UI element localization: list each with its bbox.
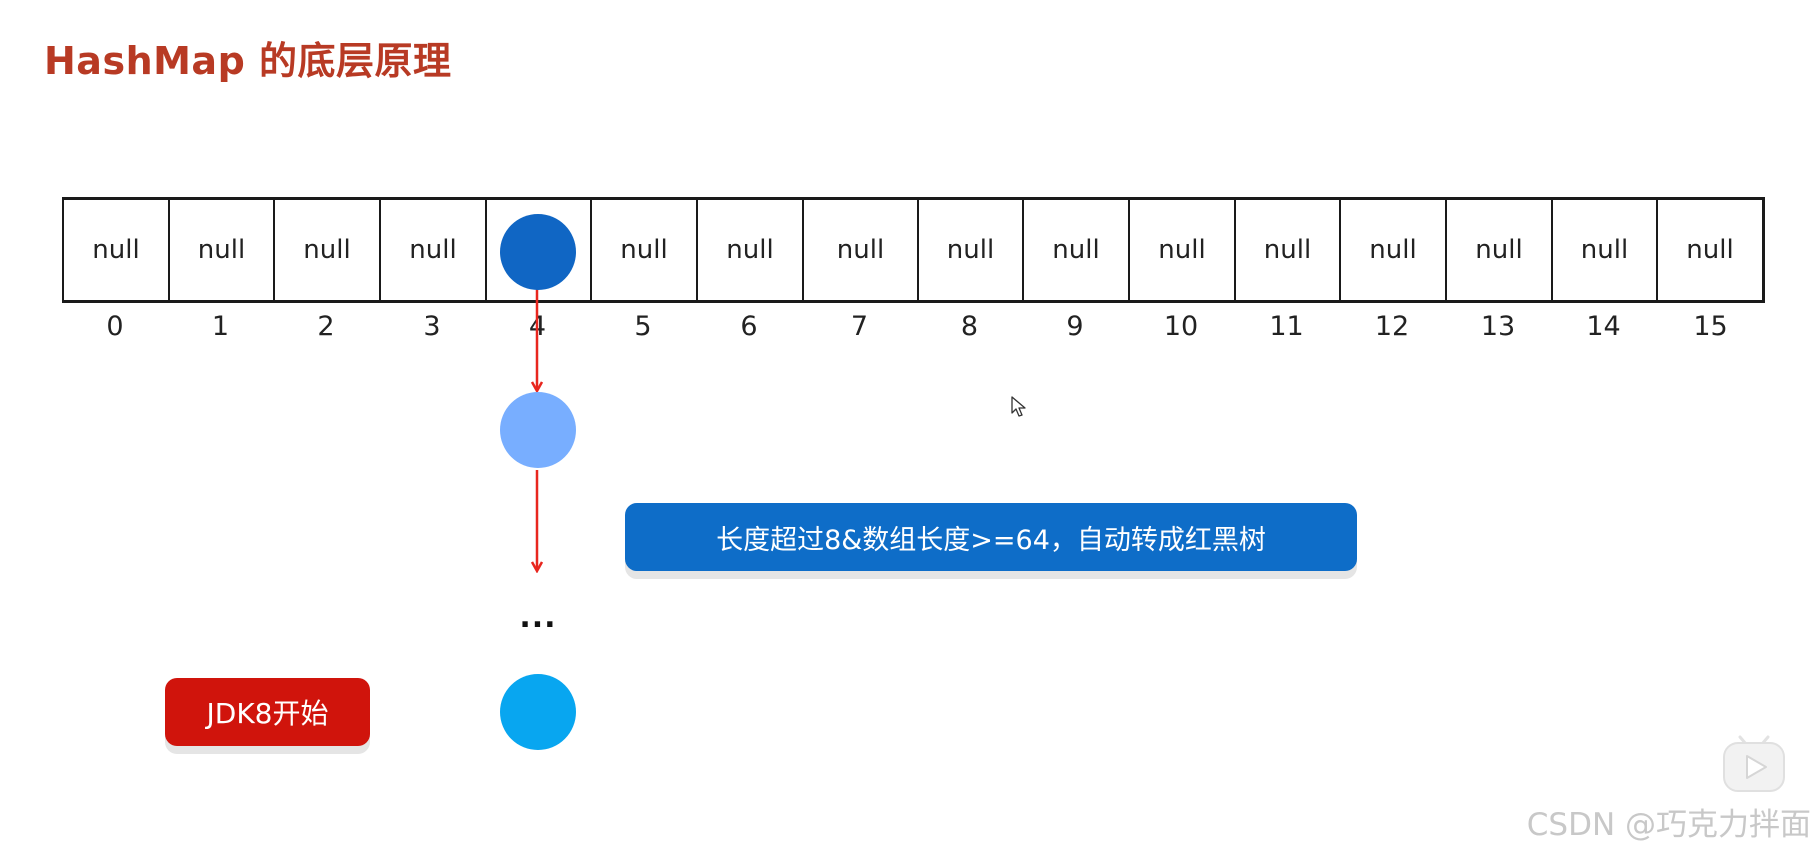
chain-ellipsis: ...	[519, 600, 557, 635]
array-index-2: 2	[317, 310, 335, 342]
array-index-1: 1	[211, 310, 230, 342]
array-index-13: 13	[1480, 310, 1516, 342]
array-index-14: 14	[1586, 310, 1621, 342]
array-index-3: 3	[423, 310, 441, 342]
play-button-icon[interactable]	[1718, 727, 1790, 799]
array-index-9: 9	[1066, 310, 1084, 342]
treeify-condition-callout: 长度超过8&数组长度>=64，自动转成红黑树	[625, 503, 1357, 571]
array-cell-8: null	[917, 197, 1022, 303]
mouse-pointer-icon	[1011, 396, 1026, 417]
array-cell-5: null	[590, 197, 696, 303]
array-cell-11: null	[1234, 197, 1339, 303]
page-title: HashMap 的底层原理	[44, 39, 452, 83]
array-index-0: 0	[106, 310, 124, 342]
array-index-7: 7	[850, 310, 869, 342]
array-index-11: 11	[1269, 310, 1304, 342]
array-cell-7: null	[802, 197, 917, 303]
array-cell-3: null	[379, 197, 485, 303]
bucket-head-node	[500, 214, 576, 290]
array-cell-6: null	[696, 197, 802, 303]
tree-node	[500, 674, 576, 750]
array-cell-4	[485, 197, 590, 303]
array-index-15: 15	[1693, 310, 1728, 342]
hash-array	[62, 197, 1765, 303]
array-cell-13: null	[1445, 197, 1551, 303]
array-cell-1: null	[168, 197, 273, 303]
array-cell-2: null	[273, 197, 379, 303]
csdn-watermark: CSDN @巧克力拌面	[1526, 807, 1811, 843]
array-cell-14: null	[1551, 197, 1656, 303]
linked-list-node	[500, 392, 576, 468]
array-index-12: 12	[1374, 310, 1410, 342]
array-index-10: 10	[1163, 310, 1199, 342]
array-cell-15: null	[1656, 197, 1765, 303]
array-cell-9: null	[1022, 197, 1128, 303]
array-index-4: 4	[528, 310, 547, 342]
jdk8-badge: JDK8开始	[165, 678, 370, 746]
array-cell-0: null	[62, 197, 168, 303]
array-index-8: 8	[960, 310, 979, 342]
array-index-6: 6	[740, 310, 758, 342]
array-cell-10: null	[1128, 197, 1234, 303]
array-cell-12: null	[1339, 197, 1445, 303]
array-index-5: 5	[634, 310, 652, 342]
